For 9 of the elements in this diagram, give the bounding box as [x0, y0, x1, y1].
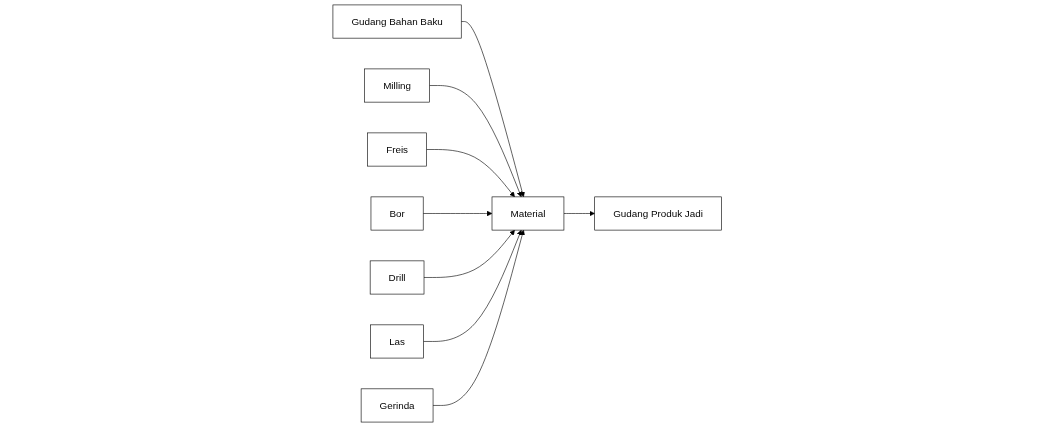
- node-box: Gudang Produk Jadi: [594, 196, 722, 231]
- node-box: Material: [491, 196, 565, 231]
- node-box: Bor: [370, 196, 424, 231]
- node-box: Milling: [364, 68, 430, 103]
- node-box: Gerinda: [360, 388, 434, 423]
- node-box: Freis: [367, 132, 427, 167]
- node-box: Gudang Bahan Baku: [332, 4, 462, 39]
- node-box: Las: [370, 324, 424, 359]
- node-box: Drill: [369, 260, 425, 295]
